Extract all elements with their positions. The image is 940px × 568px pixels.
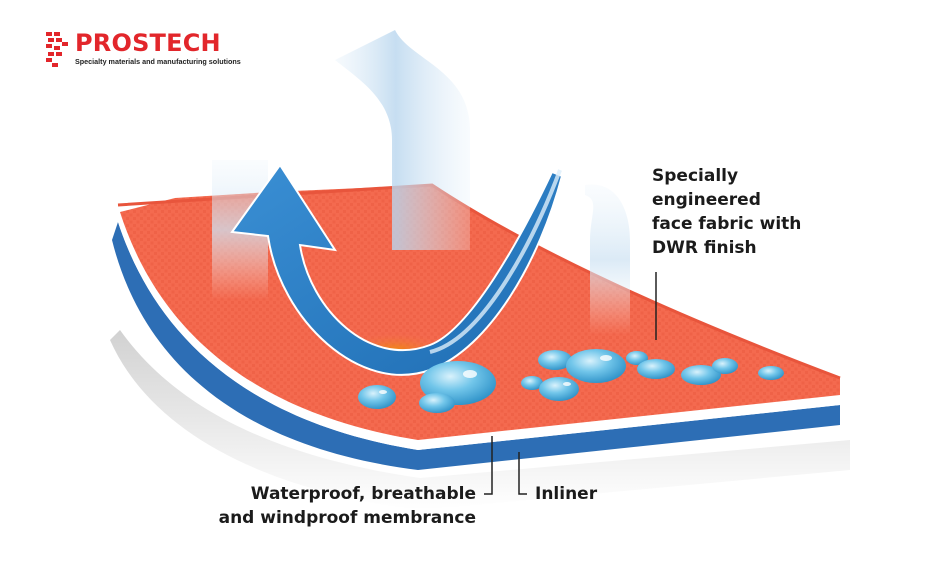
- prostech-logo-mark: [46, 32, 68, 67]
- droplet-highlight: [379, 390, 387, 394]
- membrane-label: Waterproof, breathable and windproof mem…: [200, 482, 476, 530]
- droplet: [521, 376, 543, 390]
- droplet: [358, 385, 396, 409]
- arrow-edge-highlight: [429, 169, 562, 354]
- droplet: [419, 393, 455, 413]
- droplet: [681, 365, 721, 385]
- inliner-leader: [518, 452, 527, 495]
- inliner-label: Inliner: [535, 484, 598, 504]
- face-fabric-label-line: DWR finish: [652, 238, 757, 258]
- membrane-label-line: Waterproof, breathable: [250, 484, 476, 504]
- droplet-highlight: [563, 382, 571, 386]
- droplet: [626, 351, 648, 365]
- face-fabric-label-line: face fabric with: [652, 214, 802, 234]
- droplet: [539, 377, 579, 401]
- water-droplets: [358, 349, 784, 413]
- prostech-logo: PROSTECH Specialty materials and manufac…: [44, 29, 241, 70]
- droplet: [566, 349, 626, 383]
- face-fabric-label-line: Specially: [652, 166, 739, 186]
- brand-tagline: Specialty materials and manufacturing so…: [75, 57, 241, 66]
- droplet-highlight: [600, 355, 612, 361]
- droplet-highlight: [463, 370, 477, 378]
- droplet: [712, 358, 738, 374]
- face-fabric-label-line: engineered: [652, 190, 761, 210]
- droplet: [637, 359, 675, 379]
- brand-name: PROSTECH: [75, 29, 221, 57]
- fabric-shadow: [110, 330, 850, 510]
- moisture-exit-arrow: [230, 163, 564, 376]
- membrane-label-line: and windproof membrance: [218, 508, 476, 528]
- droplet: [538, 350, 572, 370]
- vapor-stream-right: [585, 184, 630, 335]
- membrane-leader: [484, 436, 493, 495]
- droplet: [758, 366, 784, 380]
- vapor-stream-center: [335, 30, 470, 250]
- face-fabric-label: Specially engineered face fabric with DW…: [652, 164, 852, 260]
